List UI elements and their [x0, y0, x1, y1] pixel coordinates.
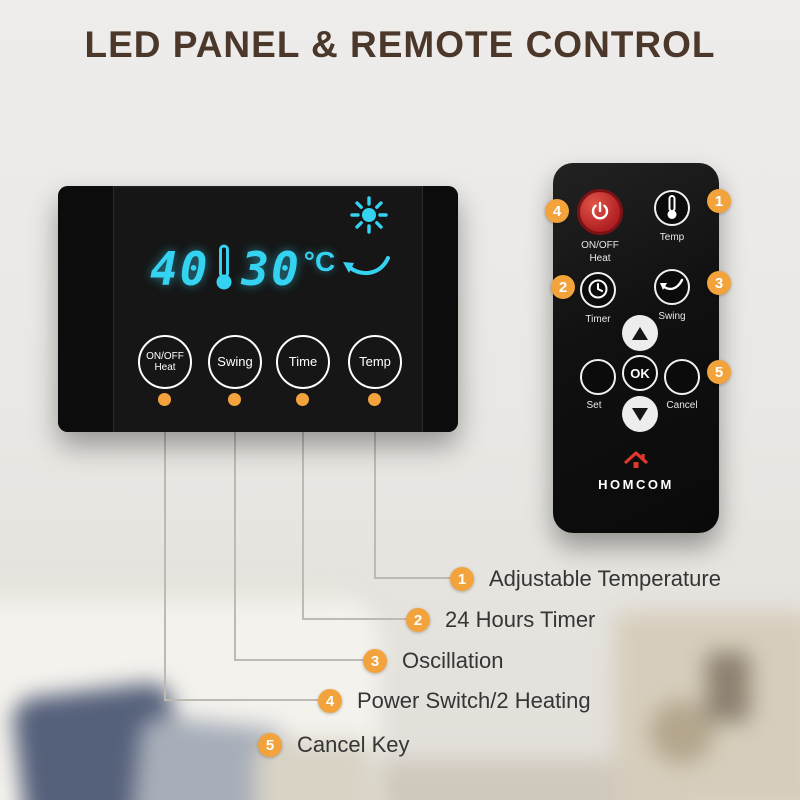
up-arrow-icon: [632, 326, 648, 340]
swing-button[interactable]: [654, 269, 690, 305]
cancel-button[interactable]: [664, 359, 700, 395]
panel-button-label: Swing: [217, 353, 253, 369]
callout-dot-onoff: [158, 393, 171, 406]
panel-bezel-left: [58, 186, 114, 432]
decor-shape: [650, 700, 714, 764]
brightness-sun-icon: [350, 196, 388, 234]
down-arrow-icon: [632, 407, 648, 421]
callout-line: [302, 404, 304, 619]
remote-badge-3: 3: [707, 271, 731, 295]
callout-dot-time: [296, 393, 309, 406]
swing-wave-icon: [341, 252, 391, 287]
brand-wordmark: HOMCOM: [598, 477, 674, 492]
decor-shape: [706, 652, 750, 722]
callout-line: [164, 404, 166, 700]
callout-line: [234, 404, 236, 660]
power-icon: [590, 201, 610, 224]
timer-button[interactable]: [580, 272, 616, 308]
callout-line: [374, 404, 376, 578]
panel-button-swing[interactable]: Swing: [208, 335, 262, 389]
led-panel: 40 30 °C ON/OFF Heat Swing: [58, 186, 458, 432]
callout-line: [374, 577, 454, 579]
panel-button-temp[interactable]: Temp: [348, 335, 402, 389]
callout-item-3: 3 Oscillation: [363, 648, 503, 674]
power-button[interactable]: [577, 189, 623, 235]
panel-button-onoff-heat[interactable]: ON/OFF Heat: [138, 335, 192, 389]
panel-button-label: Time: [288, 353, 318, 369]
up-button[interactable]: [622, 315, 658, 351]
thermometer-icon: [664, 194, 680, 223]
thermometer-icon: [213, 243, 235, 296]
panel-bezel-right: [422, 186, 458, 432]
callout-badge: 5: [258, 733, 282, 757]
callout-item-5: 5 Cancel Key: [258, 732, 410, 758]
led-display: 40 30 °C: [150, 242, 391, 296]
timer-button-label: Timer: [585, 314, 611, 325]
house-icon: [621, 449, 651, 474]
swing-arrow-icon: [660, 277, 684, 298]
remote-badge-1: 1: [707, 189, 731, 213]
remote-control: ON/OFF Heat Temp Timer: [553, 163, 719, 533]
clock-icon: [587, 278, 609, 303]
remote-badge-5: 5: [707, 360, 731, 384]
remote-badge-4: 4: [545, 199, 569, 223]
callout-label: Power Switch/2 Heating: [357, 688, 591, 713]
panel-button-label: ON/OFF: [146, 350, 184, 362]
power-button-label: ON/OFF Heat: [581, 240, 619, 264]
callout-line: [234, 659, 367, 661]
callout-label: Cancel Key: [297, 732, 410, 757]
panel-button-label: Heat: [154, 362, 176, 373]
callout-item-2: 2 24 Hours Timer: [406, 607, 595, 633]
callout-label: Oscillation: [402, 648, 504, 673]
callout-item-4: 4 Power Switch/2 Heating: [318, 688, 591, 714]
callout-badge: 1: [450, 567, 474, 591]
callout-dot-swing: [228, 393, 241, 406]
panel-button-time[interactable]: Time: [276, 335, 330, 389]
callout-badge: 4: [318, 689, 342, 713]
temp-button[interactable]: [654, 190, 690, 226]
down-button[interactable]: [622, 396, 658, 432]
display-unit: °C: [303, 246, 336, 277]
callout-line: [302, 618, 410, 620]
callout-label: Adjustable Temperature: [489, 566, 721, 591]
cancel-button-label: Cancel: [666, 400, 698, 411]
set-button-label: Set: [586, 400, 602, 411]
callout-item-1: 1 Adjustable Temperature: [450, 566, 721, 592]
brand-logo: HOMCOM: [553, 449, 719, 492]
display-set-temp: 40: [150, 242, 210, 296]
callout-badge: 2: [406, 608, 430, 632]
ok-button[interactable]: OK: [622, 355, 658, 391]
swing-button-label: Swing: [658, 311, 686, 322]
panel-button-label: Temp: [359, 353, 391, 369]
callout-badge: 3: [363, 649, 387, 673]
callout-line: [164, 699, 322, 701]
display-room-temp: 30: [241, 242, 301, 296]
page-title: LED PANEL & REMOTE CONTROL: [84, 24, 716, 65]
callout-dot-temp: [368, 393, 381, 406]
temp-button-label: Temp: [659, 232, 685, 243]
remote-badge-2: 2: [551, 275, 575, 299]
set-button[interactable]: [580, 359, 616, 395]
callout-label: 24 Hours Timer: [445, 607, 596, 632]
